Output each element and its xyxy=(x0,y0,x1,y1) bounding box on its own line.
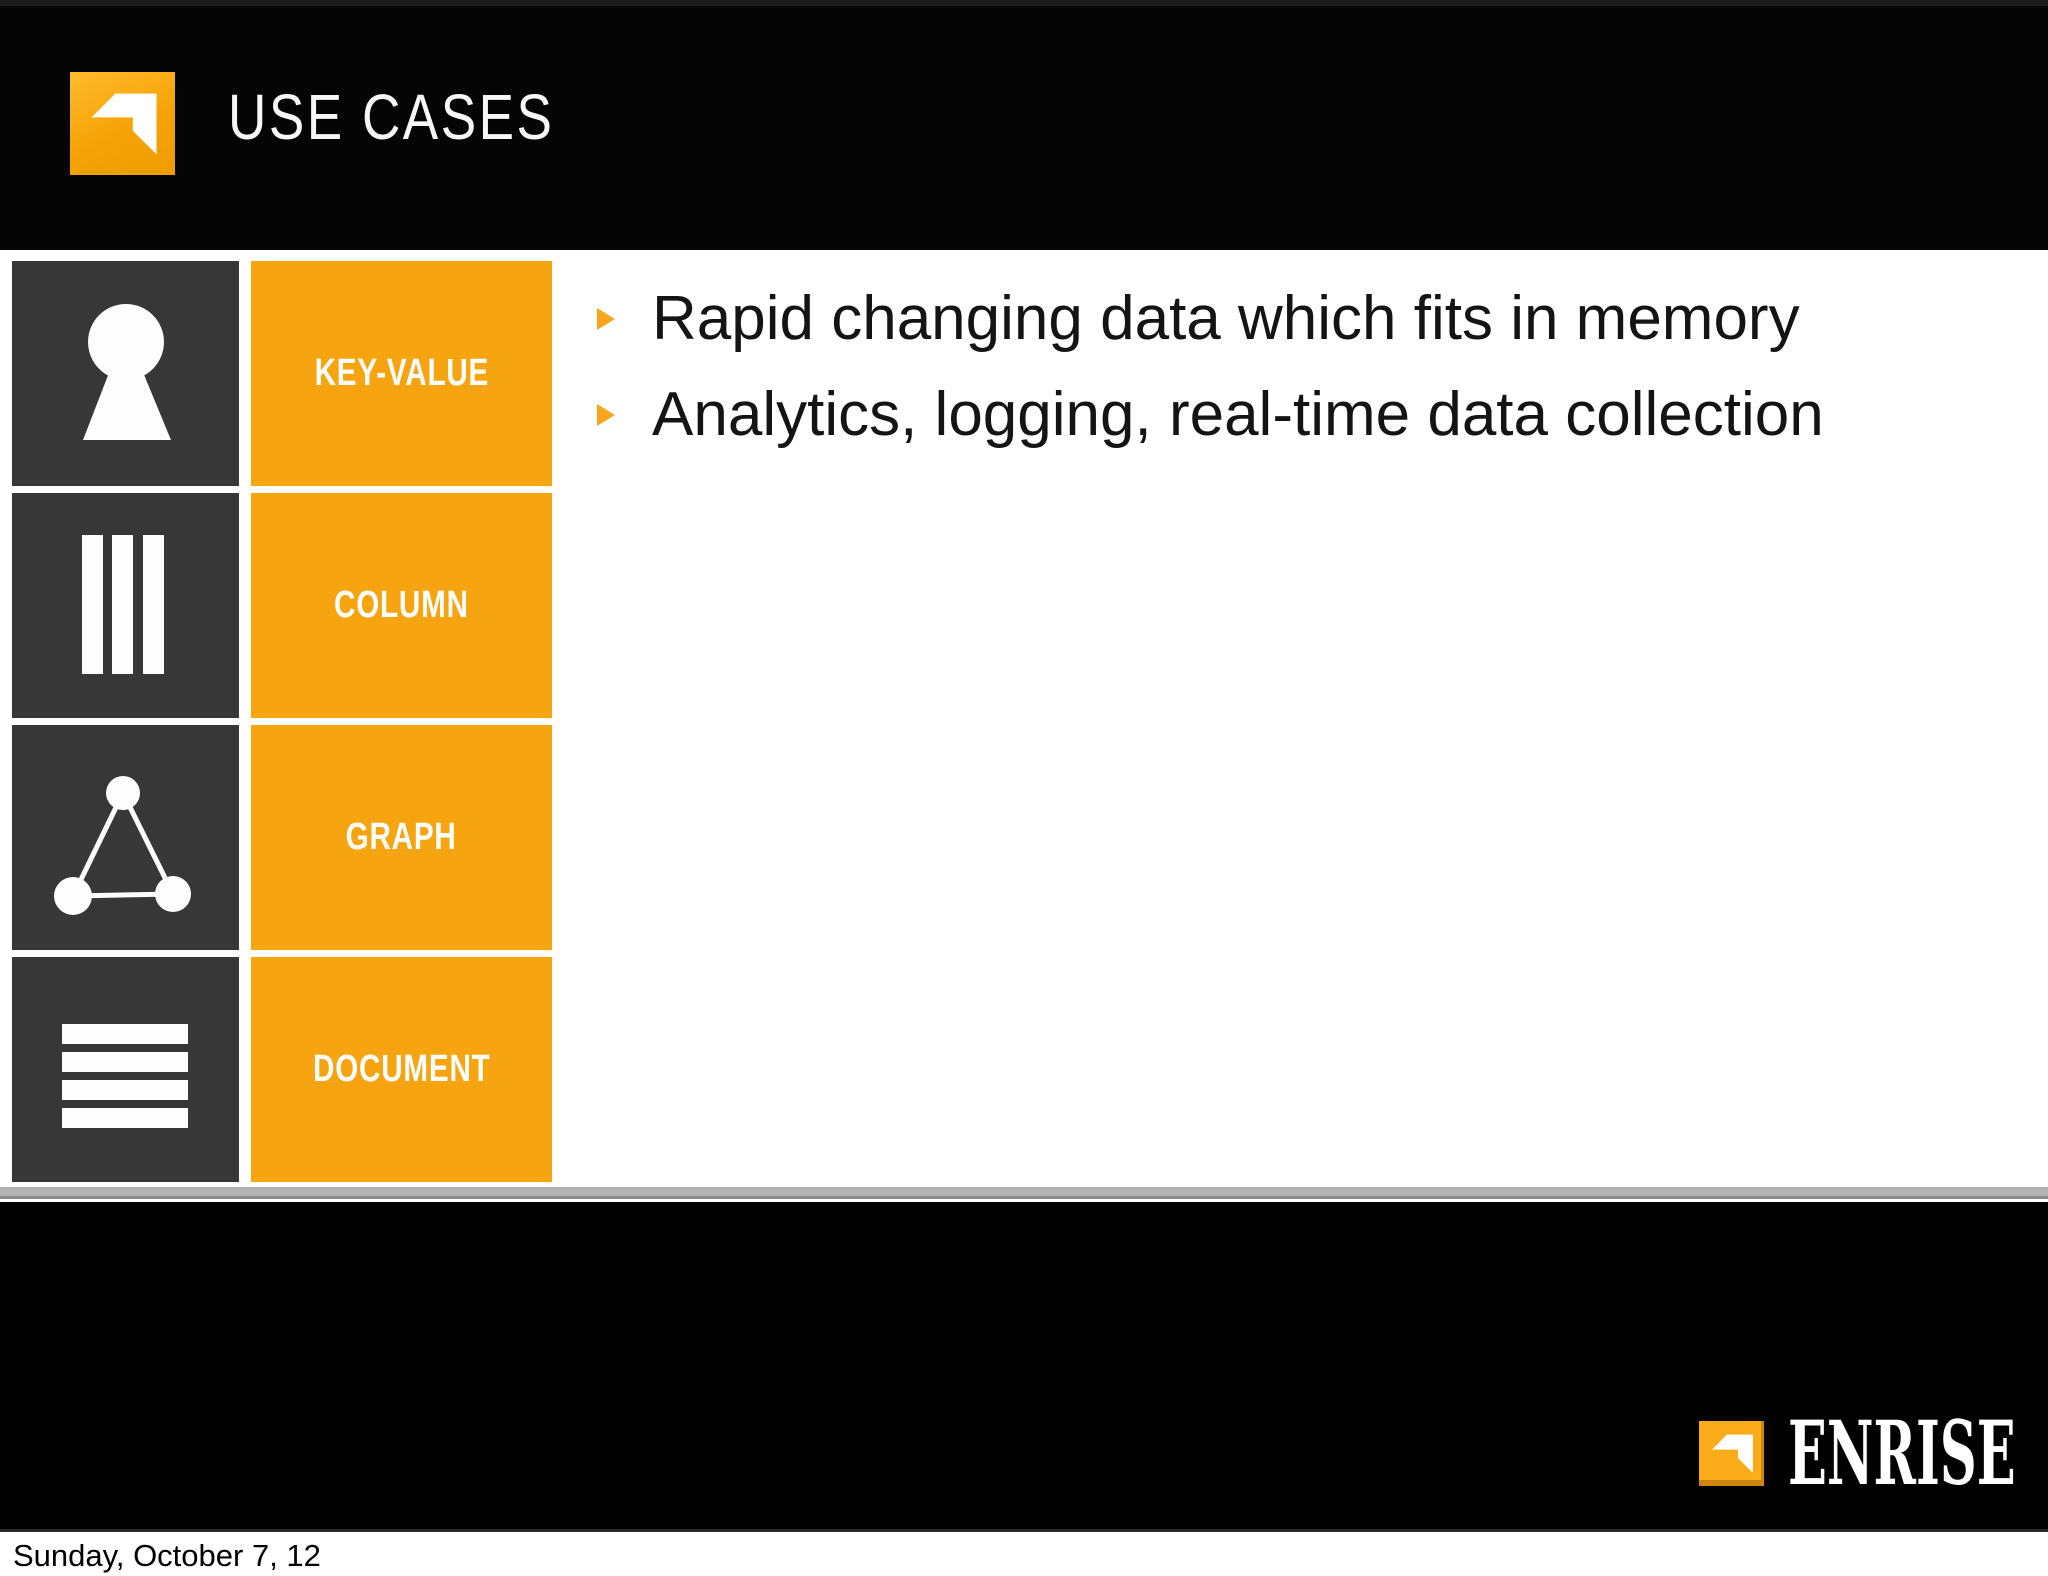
tile-row-column: COLUMN xyxy=(12,493,552,718)
bullet-text: Rapid changing data which fits in memory xyxy=(652,284,1800,353)
tile-label-graph: GRAPH xyxy=(251,725,552,950)
tile-label-document: DOCUMENT xyxy=(251,957,552,1182)
bullet-text: Analytics, logging, real-time data colle… xyxy=(652,380,1824,449)
bullet-item: Rapid changing data which fits in memory xyxy=(597,284,1824,354)
tile-row-document: DOCUMENT xyxy=(12,957,552,1182)
tile-label-column: COLUMN xyxy=(251,493,552,718)
slide-title: USE CASES xyxy=(228,81,555,153)
tile-label-text: KEY-VALUE xyxy=(314,352,489,394)
tile-row-key-value: KEY-VALUE xyxy=(12,261,552,486)
bullet-triangle-icon xyxy=(597,404,615,426)
document-lines-icon xyxy=(12,957,239,1182)
bullet-list: Rapid changing data which fits in memory… xyxy=(597,284,1824,476)
date-text: Sunday, October 7, 12 xyxy=(13,1538,321,1573)
tile-label-text: COLUMN xyxy=(334,584,469,626)
enrise-brand: ENRISE xyxy=(1699,1409,2016,1497)
tile-row-graph: GRAPH xyxy=(12,725,552,950)
arrow-corner-icon xyxy=(91,93,157,155)
enrise-logo-mark xyxy=(70,72,175,175)
tile-label-text: GRAPH xyxy=(346,816,457,858)
db-type-grid: KEY-VALUE COLUMN xyxy=(12,261,552,1182)
bullet-item: Analytics, logging, real-time data colle… xyxy=(597,380,1824,450)
slide-footer: ENRISE xyxy=(0,1202,2048,1532)
columns-icon xyxy=(12,493,239,718)
divider-bar xyxy=(0,1187,2048,1199)
enrise-logo-mark-small xyxy=(1699,1420,1764,1486)
graph-icon xyxy=(12,725,239,950)
tile-label-key-value: KEY-VALUE xyxy=(251,261,552,486)
tile-label-text: DOCUMENT xyxy=(312,1048,491,1090)
date-bar: Sunday, October 7, 12 xyxy=(0,1535,2048,1576)
keyhole-icon xyxy=(12,261,239,486)
enrise-wordmark: ENRISE xyxy=(1788,1401,2016,1505)
slide-header: USE CASES xyxy=(0,0,2048,250)
bullet-triangle-icon xyxy=(597,308,615,330)
enrise-wordmark-wrap: ENRISE xyxy=(1788,1409,2016,1497)
arrow-corner-icon xyxy=(1712,1434,1753,1473)
